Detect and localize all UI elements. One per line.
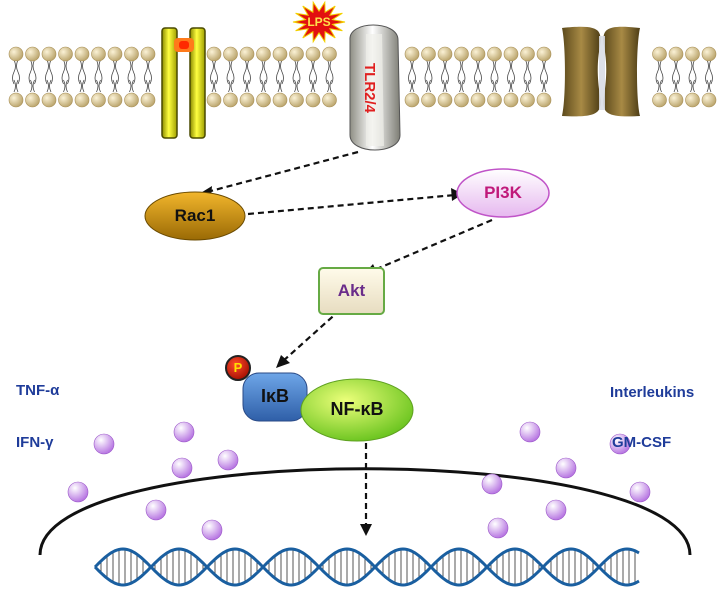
nfkb-label: NF-κB [330,399,384,419]
arrow-tlr-to-rac1 [206,150,359,194]
akt-label: Akt [337,281,366,300]
cytokine-particle [519,421,541,443]
cytokine-particle [217,449,239,471]
arrow-akt-to-ikb [281,309,341,363]
tnf-alpha-label: TNF-α [16,382,60,399]
cytokine-particle [145,499,167,521]
dna-double-helix [93,547,640,587]
tlr-receptor [349,24,401,151]
pi3k-label: PI3K [484,183,522,202]
interleukins-label: Interleukins [610,384,695,401]
cytokine-particle [171,457,193,479]
arrows [206,150,493,527]
lps-label: LPS [307,15,330,29]
ion-channel [562,26,640,117]
cytokine-particle [487,517,509,539]
cytokine-particle [629,481,651,503]
rac1-node [144,191,246,241]
ikb-label: IκB [260,386,290,406]
arrow-pi3k-to-akt [371,218,493,273]
cytokine-particle [93,433,115,455]
transmembrane-receptor [161,27,206,139]
cytokine-particle [555,457,577,479]
lps-burst [292,0,346,44]
cytokine-particle [173,421,195,443]
ifn-gamma-label: IFN-γ [16,434,54,451]
pi3k-node [456,168,550,218]
akt-node [318,267,385,315]
lipid-bilayer-membrane [8,46,717,108]
nuclear-envelope [38,467,692,556]
cytokine-particle [67,481,89,503]
cytokine-particle [609,433,631,455]
arrow-rac1-to-pi3k [247,193,456,216]
phospho-badge [225,355,251,381]
arrowhead-ikb [276,355,290,368]
cytokine-particle [201,519,223,541]
gm-csf-label: GM-CSF [612,434,672,451]
arrowhead-dna [360,524,372,536]
cytokine-particles [67,421,651,541]
nfkb-node [300,378,414,442]
tlr-label: TLR2/4 [361,63,378,114]
rac1-label: Rac1 [174,206,216,225]
phospho-label: P [233,360,243,375]
cytokine-particle [481,473,503,495]
cytokine-particle [545,499,567,521]
